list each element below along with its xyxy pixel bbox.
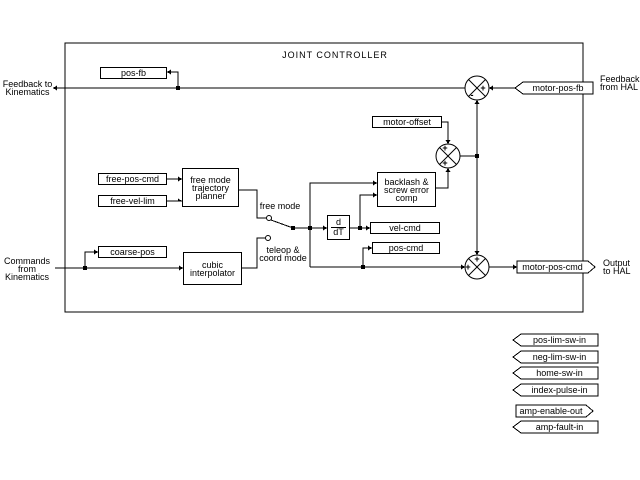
free-vel-lim-block: free-vel-lim [98,195,167,207]
junction-dot [308,226,312,230]
arrowhead [178,198,182,202]
feedback-junction-minus-sign: - [470,90,474,100]
arrowhead [167,69,171,75]
junction-cross [468,79,486,97]
wire [362,247,372,267]
backlash-screw-error-comp-block: backlash & screw error comp [377,172,436,207]
neg-lim-sw-in-flag [512,350,599,364]
motor-offset-block: motor-offset [372,116,442,128]
arrowhead [474,100,480,104]
feedback-junction-plus-sign: + [480,83,486,93]
arrowhead [94,249,98,255]
motor-pos-cmd-flag [516,260,596,274]
home-sw-in-flag [512,366,599,380]
junction-dot [475,154,479,158]
arrowhead [461,264,465,270]
diagram-title: JOINT CONTROLLER [282,50,388,60]
junction-cross [439,147,457,165]
arrowhead [373,192,377,198]
teleop-mode-contact [265,235,271,241]
controller-boundary-box [64,42,584,313]
free-mode-label: free mode [259,201,301,211]
feedback-to-kinematics-label: Feedback to Kinematics [2,79,53,97]
arrowhead [474,251,480,255]
command-junction-plus-left-sign: + [465,262,471,272]
output-to-hal-label: Output to HAL [603,258,631,276]
arrowhead [323,225,327,231]
motor-pos-fb-pin: motor-pos-fb [532,83,584,93]
summing-junctions [435,75,490,280]
index-pulse-in-pin: index-pulse-in [531,385,588,395]
wire [435,168,449,189]
arrowhead [368,245,372,251]
cubic-interpolator-block: cubic interpolator [183,252,242,285]
wire [242,237,265,269]
wire [84,251,98,268]
arrowhead [373,180,377,186]
junction-cross [468,258,486,276]
free-mode-contact [266,215,272,221]
offset-junction-plus-top-sign: + [442,143,448,153]
teleop-coord-mode-label: teleop & coord mode [259,245,307,263]
wire [309,182,377,267]
junction-dot [358,226,362,230]
vel-cmd-block: vel-cmd [370,222,440,234]
amp-enable-out-pin: amp-enable-out [519,406,583,416]
free-pos-cmd-block: free-pos-cmd [98,173,167,185]
pos-fb-block: pos-fb [100,67,167,79]
junction-dot [361,265,365,269]
wire [238,189,266,219]
amp-enable-out-flag [515,404,594,418]
hal-pin-flags [512,81,599,434]
junction-dot [291,226,295,230]
amp-fault-in-flag [512,420,599,434]
arrowhead [53,85,57,91]
junction-dots [83,86,479,270]
arrowhead [489,85,493,91]
derivative-block: d dT [327,215,350,240]
commands-from-kinematics-label: Commands from Kinematics [3,256,50,282]
pos-lim-sw-in-pin: pos-lim-sw-in [532,335,586,345]
arrowhead [179,265,183,271]
pos-cmd-block: pos-cmd [372,242,440,254]
feedback-from-hal-label: Feedback from HAL [600,74,640,92]
mode-switch-blade [270,219,294,229]
home-sw-in-pin: home-sw-in [536,368,583,378]
junction-dot [83,266,87,270]
arrowhead [178,176,182,182]
offset-junction-plus-bottom-sign: + [442,158,448,168]
arrowhead [445,140,451,144]
free-mode-trajectory-planner-block: free mode trajectory planner [182,168,239,207]
arrowhead [366,225,370,231]
arrowhead [445,168,451,172]
pos-lim-sw-in-flag [512,333,599,347]
amp-fault-in-pin: amp-fault-in [535,422,584,432]
wire [167,71,179,88]
derivative-numerator: d [335,217,341,227]
index-pulse-in-flag [512,383,599,397]
neg-lim-sw-in-pin: neg-lim-sw-in [532,352,587,362]
coarse-pos-block: coarse-pos [98,246,167,258]
motor-pos-fb-flag [514,81,594,95]
motor-pos-cmd-pin: motor-pos-cmd [522,262,583,272]
junction-dot [176,86,180,90]
arrowhead [513,264,517,270]
wire [442,121,449,144]
wire [359,194,377,228]
derivative-denominator: dT [331,227,346,237]
command-junction-plus-top-sign: + [474,254,480,264]
arrowheads [53,69,517,271]
